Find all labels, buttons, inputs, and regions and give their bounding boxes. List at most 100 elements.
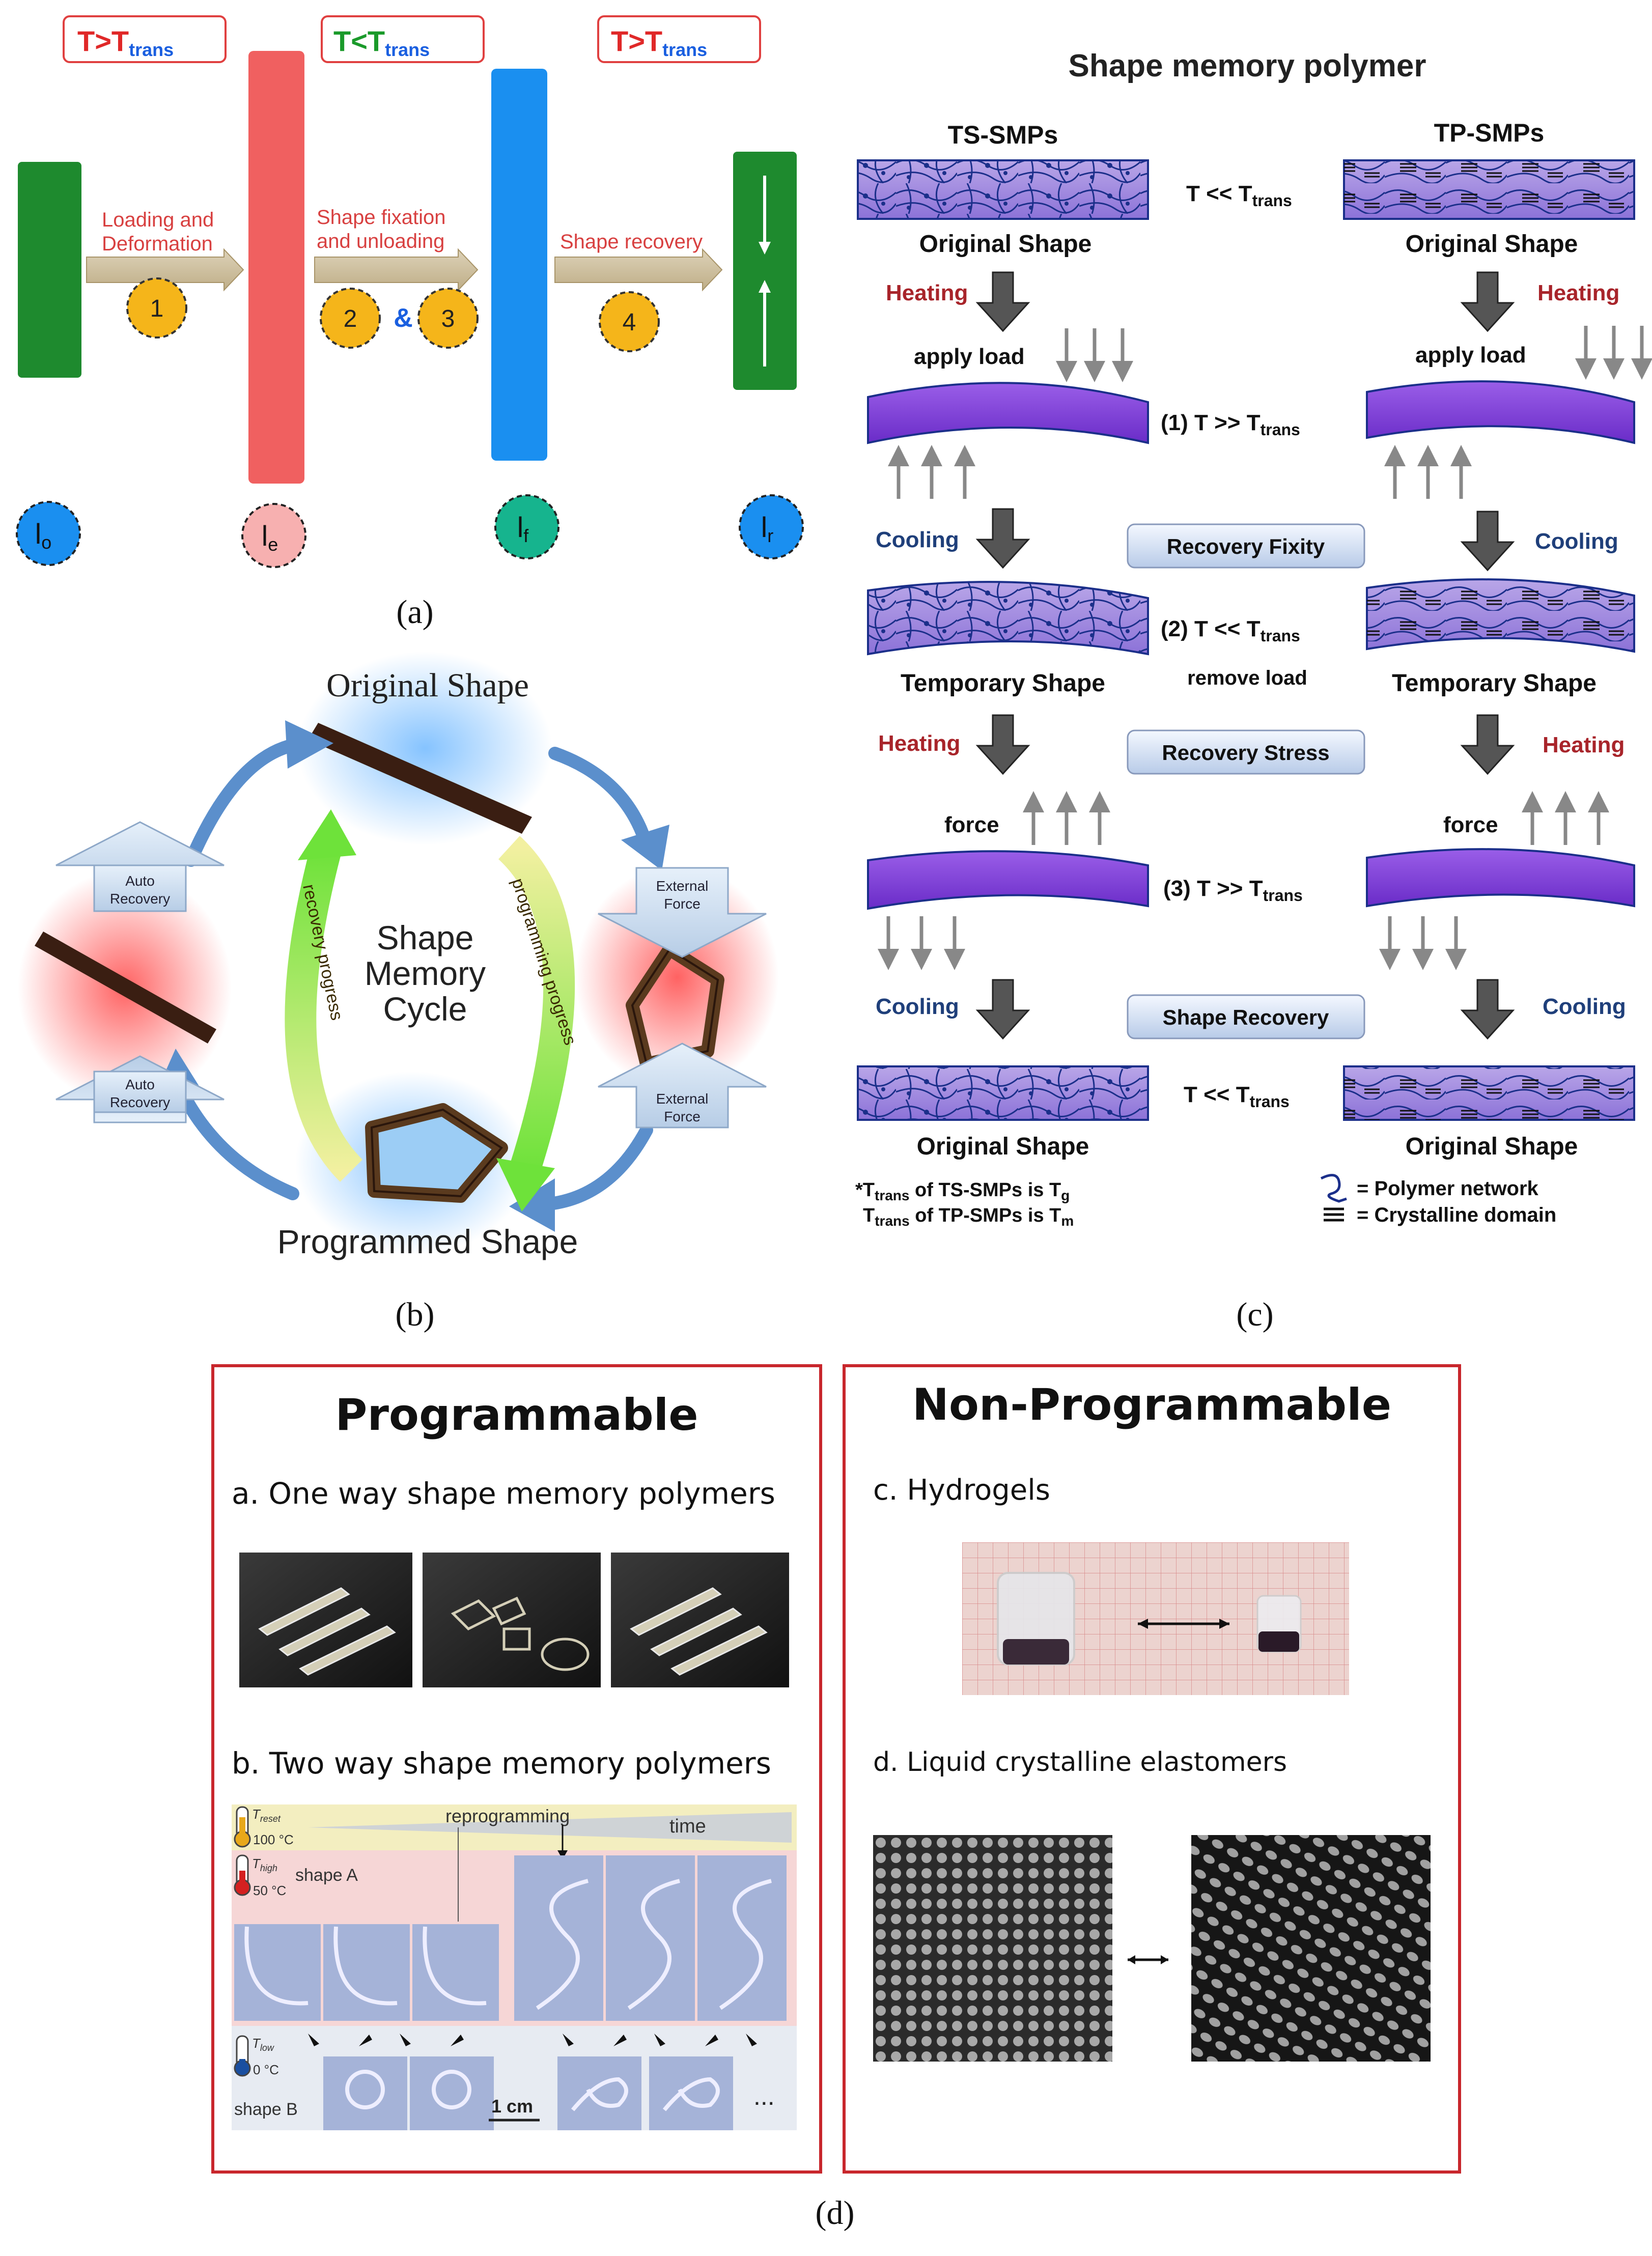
- cycle-label-3: Cycle: [383, 990, 467, 1028]
- recovery-stress-button: Recovery Stress: [1127, 729, 1365, 775]
- time-arrow: [308, 1812, 792, 1843]
- svg-text:Treset: Treset: [252, 1807, 281, 1824]
- cooling-arrows-1: [975, 508, 1515, 572]
- shape-b-label: shape B: [234, 2100, 298, 2119]
- svg-text:Recovery Stress: Recovery Stress: [1162, 741, 1329, 765]
- heating-label-ts-1: Heating: [886, 280, 968, 305]
- svg-text:Force: Force: [664, 896, 701, 912]
- panel-a-diagram: T>Ttrans T<Ttrans T>Ttrans Loading and D…: [16, 15, 804, 568]
- shape-a-photos: [234, 1855, 787, 2021]
- smp-title: Shape memory polymer: [1069, 48, 1426, 83]
- hydrogel-small: [1256, 1595, 1302, 1653]
- svg-text:External: External: [656, 878, 709, 894]
- remove-load-label: remove load: [1187, 667, 1307, 689]
- external-force-arrow-top: External Force: [598, 867, 767, 958]
- ts-deformed-3: [867, 850, 1149, 910]
- svg-text:T<Ttrans: T<Ttrans: [333, 25, 430, 60]
- svg-text:1: 1: [150, 295, 164, 322]
- cooling-label-ts-2: Cooling: [876, 994, 959, 1019]
- transition-arrows: [308, 2034, 757, 2046]
- auto-recovery-arrow-bottom: Auto Recovery: [55, 1055, 225, 1123]
- ts-original-label-1: Original Shape: [919, 231, 1092, 258]
- down-arrows-3: [878, 916, 1467, 970]
- one-way-photo-1: [239, 1553, 412, 1687]
- legend-network: = Polymer network: [1357, 1177, 1539, 1200]
- row5-temp: T << Ttrans: [1184, 1082, 1290, 1111]
- condition-box-1: T>Ttrans: [63, 15, 227, 63]
- polymer-network-icon: [1320, 1174, 1347, 1203]
- svg-text:Recovery: Recovery: [110, 1094, 170, 1110]
- shape-recovery-button: Shape Recovery: [1127, 994, 1365, 1039]
- ts-smps-label: TS-SMPs: [948, 121, 1058, 149]
- force-label-tp: force: [1443, 812, 1498, 837]
- hydrogel-photo: [962, 1542, 1349, 1695]
- ts-deformed-1: [867, 382, 1149, 444]
- hydrogels-label: c. Hydrogels: [873, 1474, 1050, 1507]
- svg-text:Auto: Auto: [125, 1077, 155, 1092]
- step-label-3: Shape recovery: [560, 231, 703, 253]
- original-strip: [308, 723, 532, 834]
- one-way-photo-3: [611, 1553, 789, 1687]
- panel-b-diagram: recovery progress programming progress A…: [18, 652, 779, 1260]
- condition-box-2: T<Ttrans: [321, 15, 485, 63]
- bar-deformed: [248, 51, 304, 484]
- length-circle-o: lo: [16, 501, 81, 566]
- ellipsis: ...: [753, 2082, 775, 2110]
- crystalline-domain-icon: [1324, 1207, 1344, 1222]
- svg-text:Force: Force: [664, 1109, 701, 1124]
- ts-original-label-2: Original Shape: [917, 1133, 1089, 1160]
- svg-text:lo: lo: [35, 518, 51, 553]
- svg-text:lr: lr: [761, 511, 773, 546]
- step-label-2a: Shape fixation: [317, 206, 446, 229]
- row2-temp: (1) T >> Ttrans: [1161, 410, 1300, 439]
- thermometer-low-icon: [234, 2035, 251, 2077]
- svg-text:lf: lf: [517, 511, 529, 546]
- length-circle-r: lr: [739, 494, 804, 559]
- shape-b-photos: [323, 2056, 733, 2130]
- length-circle-f: lf: [494, 494, 559, 559]
- step-label-2b: and unloading: [317, 230, 444, 252]
- support-arrows-1: [888, 445, 1472, 499]
- non-programmable-box: [843, 1364, 1461, 2174]
- tp-deformed-3: [1366, 848, 1635, 908]
- original-shape-label: Original Shape: [326, 667, 529, 704]
- ts-original-1: [857, 159, 1149, 220]
- external-force-arrow-bottom: External Force: [598, 1042, 767, 1129]
- two-way-figure: time reprogramming Treset 100 °C Thigh 5…: [232, 1804, 797, 2130]
- row3-temp: (2) T << Ttrans: [1161, 616, 1300, 645]
- row1-temp: T << Ttrans: [1186, 181, 1292, 210]
- step-circle-1: 1: [126, 277, 187, 339]
- length-circle-e: le: [241, 503, 306, 568]
- panel-c-diagram: Shape memory polymer TS-SMPs TP-SMPs T <…: [855, 48, 1652, 1229]
- note-ts: *Ttrans of TS-SMPs is Tg: [855, 1179, 1070, 1203]
- cooling-label-ts-1: Cooling: [876, 527, 959, 552]
- lce-ordered: [873, 1835, 1112, 2062]
- one-way-label: a. One way shape memory polymers: [232, 1476, 775, 1511]
- scale-label: 1 cm: [491, 2096, 533, 2117]
- heating-arrows-2: [975, 714, 1515, 775]
- bar-original: [18, 162, 81, 378]
- step-arrow-1: [86, 248, 244, 292]
- heating-label-ts-2: Heating: [878, 731, 960, 756]
- t-high-value: 50 °C: [253, 1883, 286, 1898]
- cycle-label-2: Memory: [365, 954, 486, 992]
- one-way-photo-2: [423, 1553, 601, 1687]
- tp-temporary: [1366, 578, 1635, 653]
- tp-original-2: [1343, 1065, 1635, 1121]
- amp-symbol: &: [394, 303, 413, 333]
- svg-text:Shape Recovery: Shape Recovery: [1163, 1005, 1329, 1029]
- svg-text:Recovery: Recovery: [110, 891, 170, 907]
- auto-recovery-strip: [35, 932, 216, 1044]
- two-way-label: b. Two way shape memory polymers: [232, 1746, 771, 1781]
- force-label-ts: force: [944, 812, 999, 837]
- svg-text:Thigh: Thigh: [252, 1856, 277, 1873]
- non-programmable-title: Non-Programmable: [912, 1379, 1392, 1430]
- time-label: time: [669, 1816, 706, 1837]
- lce-disordered: [1191, 1835, 1431, 2062]
- caption-b: (b): [395, 1296, 435, 1333]
- programmed-pentagon-bottom: [365, 1103, 508, 1203]
- ts-temporary: [867, 581, 1149, 656]
- svg-text:le: le: [262, 520, 278, 555]
- tp-original-label-1: Original Shape: [1406, 231, 1578, 258]
- bar-fixed: [491, 69, 547, 461]
